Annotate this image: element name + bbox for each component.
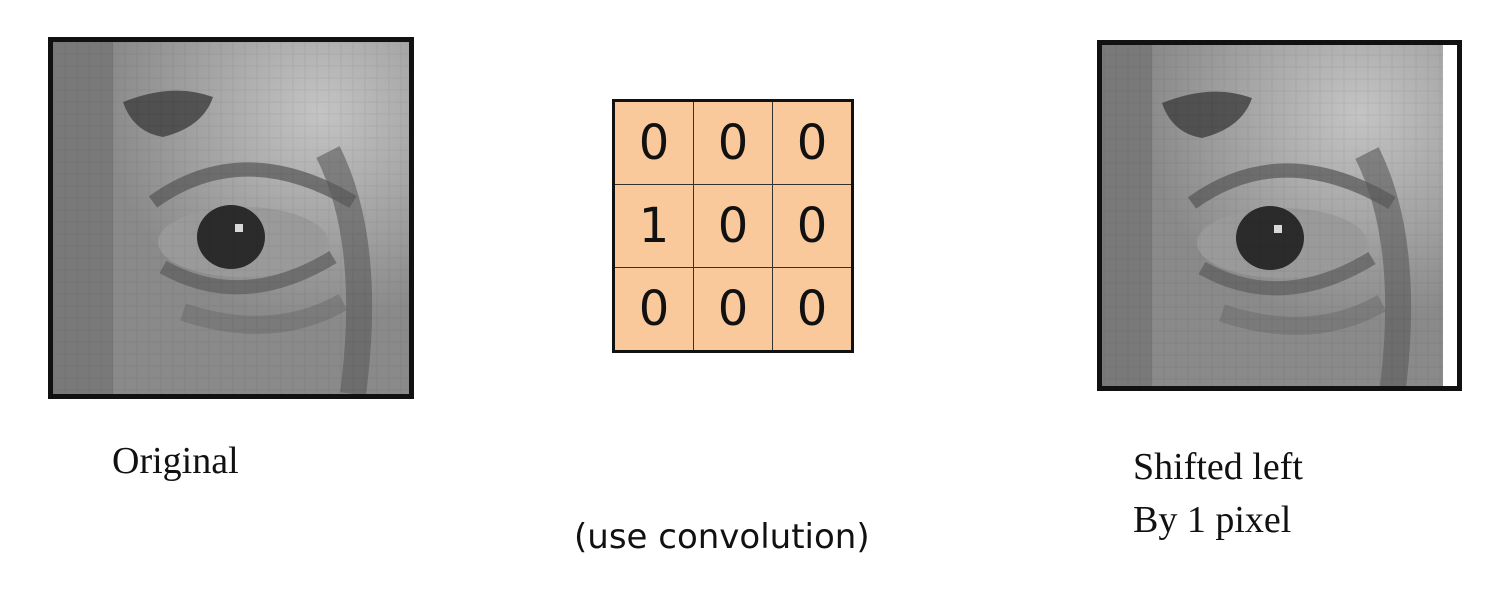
kernel-cell: 1	[613, 184, 694, 268]
kernel-cell: 0	[693, 184, 773, 268]
operation-caption: (use convolution)	[574, 517, 870, 557]
kernel-row: 1 0 0	[613, 184, 853, 268]
kernel-row: 0 0 0	[613, 100, 853, 185]
kernel-cell: 0	[613, 267, 694, 352]
kernel-cell: 0	[772, 184, 853, 268]
kernel-cell: 0	[772, 100, 853, 185]
kernel-cell: 0	[693, 267, 773, 352]
shifted-caption-line2: By 1 pixel	[1133, 499, 1292, 541]
empty-column	[1443, 45, 1457, 386]
eye-image-shifted	[1102, 45, 1448, 386]
shifted-caption-line1: Shifted left	[1133, 446, 1303, 488]
kernel-row: 0 0 0	[613, 267, 853, 352]
original-caption: Original	[112, 440, 239, 482]
kernel-cell: 0	[693, 100, 773, 185]
kernel-cell: 0	[613, 100, 694, 185]
shifted-image	[1097, 40, 1462, 391]
eye-image	[53, 42, 409, 394]
convolution-kernel: 0 0 0 1 0 0 0 0 0	[612, 99, 854, 353]
kernel-cell: 0	[772, 267, 853, 352]
original-image	[48, 37, 414, 399]
